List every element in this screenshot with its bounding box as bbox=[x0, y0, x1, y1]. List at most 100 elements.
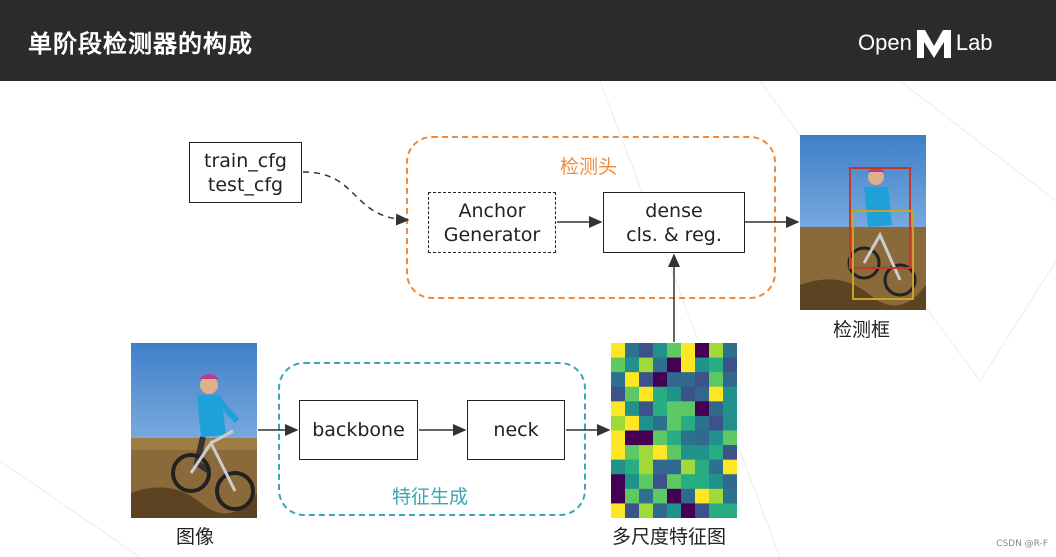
feature-map-caption: 多尺度特征图 bbox=[612, 526, 727, 548]
bbox-person bbox=[849, 167, 911, 269]
feature-cell bbox=[723, 357, 737, 373]
feature-cell bbox=[611, 357, 626, 373]
feature-cell bbox=[681, 357, 696, 373]
feature-cell bbox=[709, 372, 724, 388]
dense-line1: dense bbox=[645, 199, 703, 222]
logo-mm-mark bbox=[916, 30, 951, 58]
feature-cell bbox=[681, 430, 696, 446]
feature-cell bbox=[695, 357, 710, 373]
feature-cell bbox=[653, 386, 668, 402]
feature-cell bbox=[667, 372, 682, 388]
feature-cell bbox=[653, 415, 668, 431]
feature-cell bbox=[681, 415, 696, 431]
bbox-bicycle bbox=[852, 210, 914, 300]
feature-cell bbox=[625, 386, 640, 402]
feature-cell bbox=[653, 357, 668, 373]
feature-cell bbox=[709, 386, 724, 402]
feature-cell bbox=[723, 415, 737, 431]
feature-cell bbox=[639, 474, 654, 490]
feature-cell bbox=[681, 343, 696, 359]
feature-cell bbox=[681, 488, 696, 504]
feature-cell bbox=[625, 430, 640, 446]
feature-cell bbox=[625, 357, 640, 373]
feature-cell bbox=[611, 401, 626, 417]
feature-cell bbox=[639, 430, 654, 446]
background-lines bbox=[0, 81, 1056, 557]
feature-cell bbox=[625, 415, 640, 431]
feature-cell bbox=[709, 430, 724, 446]
feature-cell bbox=[639, 488, 654, 504]
feature-cell bbox=[653, 459, 668, 475]
watermark: CSDN @R-F bbox=[996, 539, 1048, 549]
feature-cell bbox=[695, 445, 710, 461]
feature-generation-region bbox=[278, 362, 586, 516]
feature-cell bbox=[695, 488, 710, 504]
feature-cell bbox=[723, 503, 737, 518]
backbone-box: backbone bbox=[299, 400, 418, 460]
feature-cell bbox=[667, 357, 682, 373]
feature-cell bbox=[653, 401, 668, 417]
feature-cell bbox=[709, 488, 724, 504]
feature-cell bbox=[681, 386, 696, 402]
feature-cell bbox=[625, 343, 640, 359]
feature-cell bbox=[695, 474, 710, 490]
anchor-line1: Anchor bbox=[458, 199, 526, 222]
feature-cell bbox=[681, 503, 696, 518]
feature-cell bbox=[723, 474, 737, 490]
feature-cell bbox=[625, 445, 640, 461]
feature-cell bbox=[709, 503, 724, 518]
anchor-line2: Generator bbox=[443, 223, 541, 246]
feature-cell bbox=[625, 503, 640, 518]
feature-cell bbox=[723, 445, 737, 461]
neck-box: neck bbox=[467, 400, 565, 460]
output-caption: 检测框 bbox=[833, 319, 891, 341]
feature-cell bbox=[639, 459, 654, 475]
feature-cell bbox=[681, 474, 696, 490]
feature-cell bbox=[625, 474, 640, 490]
feature-cell bbox=[653, 503, 668, 518]
feature-cell bbox=[695, 401, 710, 417]
feature-cell bbox=[639, 343, 654, 359]
feature-cell bbox=[723, 401, 737, 417]
feature-cell bbox=[653, 488, 668, 504]
feature-cell bbox=[723, 459, 737, 475]
feature-cell bbox=[625, 459, 640, 475]
feature-cell bbox=[681, 459, 696, 475]
feature-cell bbox=[667, 430, 682, 446]
feature-cell bbox=[653, 445, 668, 461]
feature-cell bbox=[709, 459, 724, 475]
feature-cell bbox=[667, 503, 682, 518]
feature-cell bbox=[723, 372, 737, 388]
feature-cell bbox=[709, 415, 724, 431]
feature-cell bbox=[625, 372, 640, 388]
cfg-test-text: test_cfg bbox=[207, 173, 284, 196]
feature-cell bbox=[611, 488, 626, 504]
input-image bbox=[131, 343, 257, 518]
arrow-cfg-to-head bbox=[302, 171, 410, 226]
neck-text: neck bbox=[493, 419, 539, 441]
feature-cell bbox=[681, 445, 696, 461]
feature-cell bbox=[625, 401, 640, 417]
openmmlab-logo: Open Lab bbox=[858, 24, 993, 62]
feature-cell bbox=[611, 415, 626, 431]
slide-header: 单阶段检测器的构成 Open Lab bbox=[0, 0, 1056, 81]
logo-text-lab: Lab bbox=[955, 30, 993, 55]
feature-cell bbox=[611, 474, 626, 490]
feature-cell bbox=[667, 445, 682, 461]
feature-cell bbox=[639, 357, 654, 373]
feature-cell bbox=[639, 503, 654, 518]
feature-cell bbox=[695, 372, 710, 388]
feature-generation-label: 特征生成 bbox=[392, 486, 469, 508]
logo-text-open: Open bbox=[858, 30, 912, 55]
feature-cell bbox=[723, 343, 737, 359]
input-image-caption: 图像 bbox=[176, 526, 215, 548]
feature-cell bbox=[709, 474, 724, 490]
feature-cell bbox=[667, 401, 682, 417]
feature-cell bbox=[611, 445, 626, 461]
feature-cell bbox=[667, 459, 682, 475]
feature-cell bbox=[695, 459, 710, 475]
dense-line2: cls. & reg. bbox=[626, 223, 722, 246]
feature-cell bbox=[611, 386, 626, 402]
feature-cell bbox=[639, 415, 654, 431]
